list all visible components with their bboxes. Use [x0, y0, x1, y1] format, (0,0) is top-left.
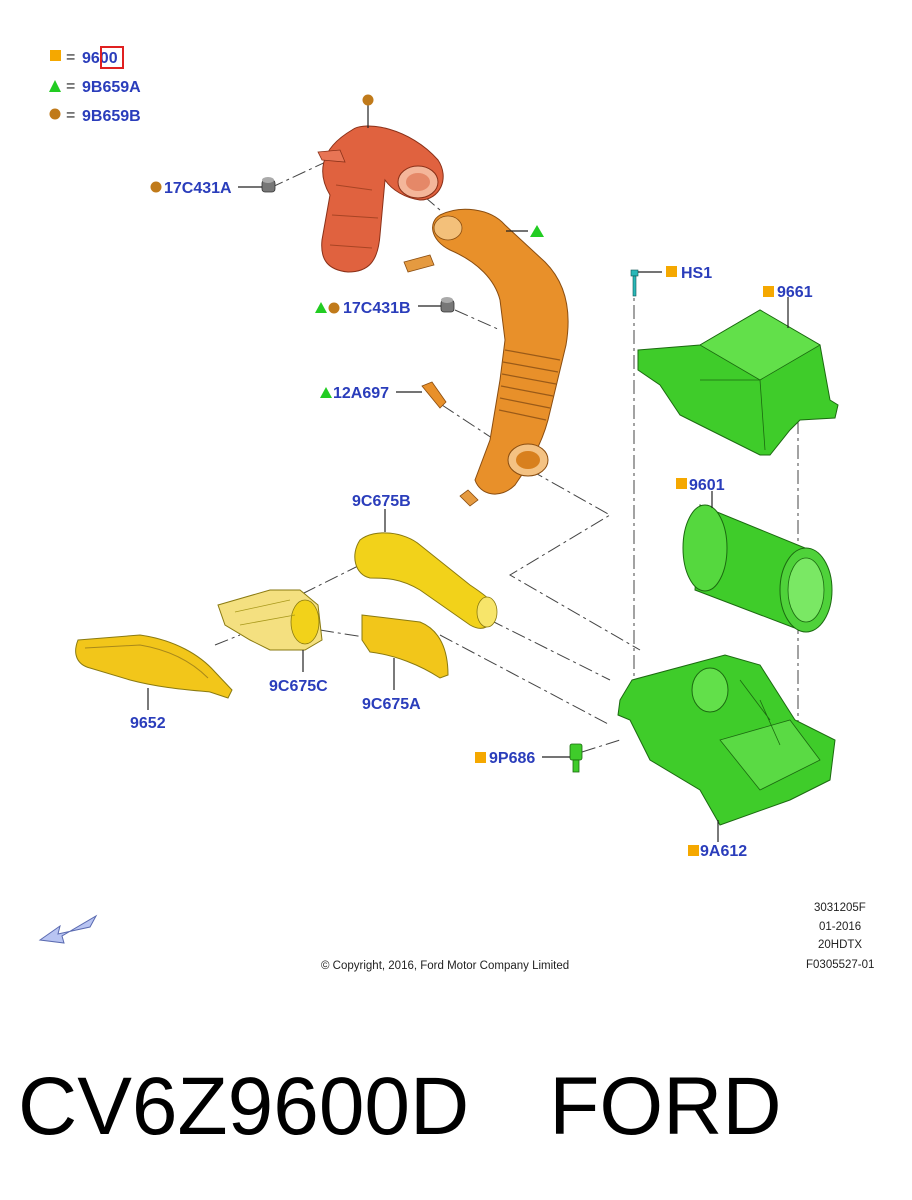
part-label-9652[interactable]: 9652	[130, 715, 166, 732]
circle-icon	[362, 94, 374, 106]
parts-diagram: = 9600 = 9B659A = 9B659B	[38, 46, 874, 972]
legend-item-9B659A[interactable]: = 9B659A	[49, 78, 141, 96]
square-icon	[763, 286, 774, 297]
circle-icon	[150, 181, 162, 193]
legend-equals: =	[66, 107, 75, 124]
grommet-17C431B[interactable]: 17C431B	[315, 297, 455, 317]
triangle-icon	[530, 225, 544, 237]
part-label-9C675A[interactable]: 9C675A	[362, 696, 421, 713]
reference-code: 3031205F	[814, 902, 866, 914]
part-label-9601[interactable]: 9601	[689, 477, 725, 494]
part-label-9C675C[interactable]: 9C675C	[269, 678, 328, 695]
selection-highlight	[100, 46, 124, 69]
circle-icon	[49, 108, 61, 120]
triangle-icon	[320, 387, 332, 398]
square-icon	[666, 266, 677, 277]
figure-number: F0305527-01	[806, 959, 874, 971]
air-cleaner-cover-part[interactable]: 9661	[637, 284, 839, 456]
legend-code: 9600	[82, 50, 118, 67]
legend-item-9600[interactable]: = 9600	[50, 46, 124, 69]
air-cleaner-body-part[interactable]: 9A612	[617, 654, 836, 860]
circle-icon	[328, 302, 340, 314]
square-icon	[50, 50, 61, 61]
reference-model: 20HDTX	[818, 939, 862, 951]
resonator-duct-9C675B-part[interactable]: 9C675B	[352, 493, 498, 629]
legend-equals: =	[66, 49, 75, 66]
drain-valve-9P686[interactable]: 9P686	[475, 743, 583, 773]
air-duct-9C675A-part[interactable]: 9C675A	[361, 614, 449, 713]
air-duct-9C675C-part[interactable]: 9C675C	[217, 589, 328, 695]
copyright-text: © Copyright, 2016, Ford Motor Company Li…	[321, 960, 569, 972]
part-label-HS1[interactable]: HS1	[681, 265, 712, 282]
triangle-icon	[49, 80, 61, 92]
part-caption: CV6Z9600D FORD	[18, 1052, 782, 1162]
air-inlet-duct-part[interactable]	[403, 208, 569, 507]
part-label-9P686[interactable]: 9P686	[489, 750, 535, 767]
brand-name: FORD	[549, 1061, 782, 1152]
back-arrow-icon[interactable]	[38, 914, 98, 944]
legend-equals: =	[66, 78, 75, 95]
grommet-17C431A[interactable]: 17C431A	[150, 177, 276, 197]
part-label-9661[interactable]: 9661	[777, 284, 813, 301]
square-icon	[676, 478, 687, 489]
square-icon	[688, 845, 699, 856]
square-icon	[475, 752, 486, 763]
sensor-12A697[interactable]: 12A697	[320, 381, 447, 409]
part-label-9A612[interactable]: 9A612	[700, 843, 747, 860]
upper-air-duct-part[interactable]	[317, 94, 444, 273]
part-label-17C431B[interactable]: 17C431B	[343, 300, 411, 317]
air-intake-duct-9652-part[interactable]: 9652	[75, 634, 233, 732]
screw-HS1[interactable]: HS1	[630, 265, 712, 297]
part-label-17C431A[interactable]: 17C431A	[164, 180, 232, 197]
legend-code: 9B659B	[82, 108, 141, 125]
air-filter-element-part[interactable]: 9601	[676, 477, 833, 633]
part-label-9C675B[interactable]: 9C675B	[352, 493, 411, 510]
legend-item-9B659B[interactable]: = 9B659B	[49, 107, 141, 125]
reference-date: 01-2016	[819, 921, 861, 933]
part-label-12A697[interactable]: 12A697	[333, 385, 389, 402]
part-number: CV6Z9600D	[18, 1061, 470, 1152]
legend-code: 9B659A	[82, 79, 141, 96]
legend: = 9600 = 9B659A = 9B659B	[49, 46, 141, 125]
triangle-icon	[315, 302, 327, 313]
